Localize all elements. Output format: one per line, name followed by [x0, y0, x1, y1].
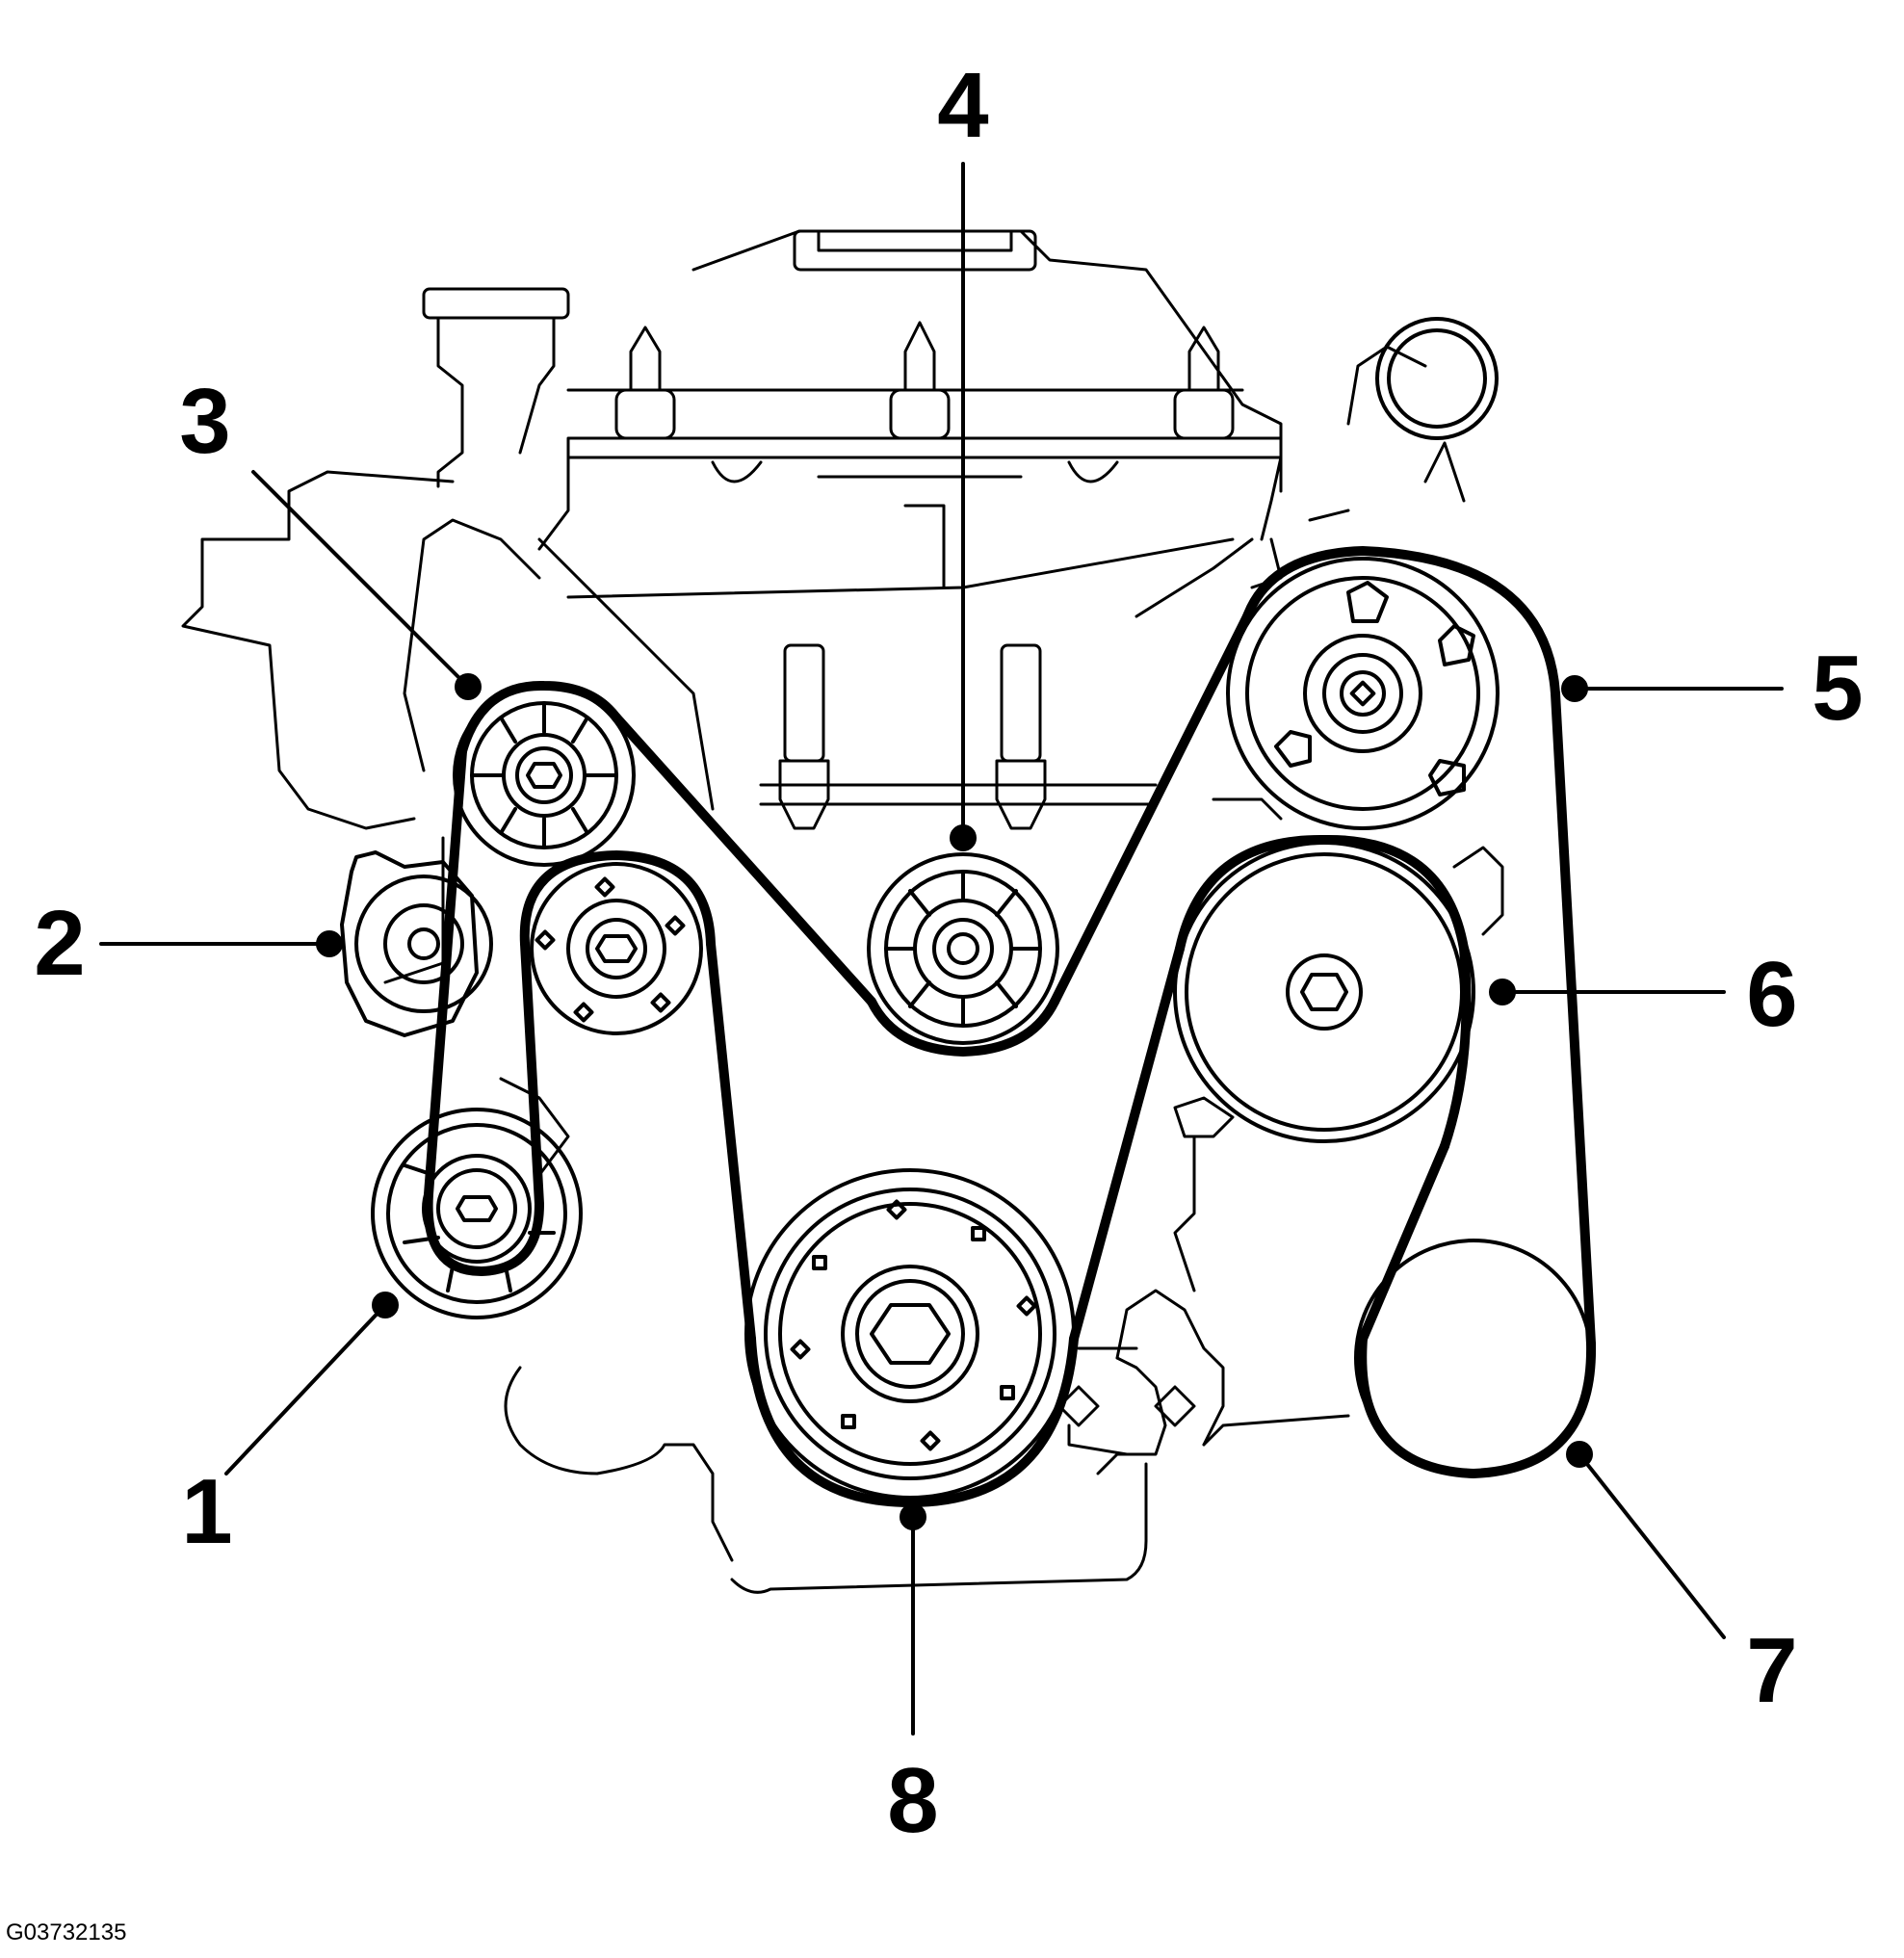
pulley-1 — [371, 1108, 583, 1319]
callout-2: 2 — [34, 892, 86, 995]
callout-6: 6 — [1746, 943, 1798, 1046]
callout-1: 1 — [181, 1460, 233, 1563]
callout-8: 8 — [887, 1749, 939, 1852]
pulley-6 — [1173, 841, 1475, 1143]
callout-4: 4 — [937, 54, 989, 157]
engine-outline — [181, 229, 1504, 1594]
callout-5: 5 — [1812, 637, 1864, 740]
figure-id: G03732135 — [6, 1919, 127, 1945]
callout-3: 3 — [179, 370, 231, 473]
drive-belt — [423, 546, 1597, 1507]
pulley-8 — [744, 1168, 1076, 1500]
pulley-idler-upper — [530, 862, 703, 1035]
callout-7: 7 — [1746, 1619, 1798, 1722]
pulley-5 — [1226, 317, 1500, 830]
pulley-4 — [867, 852, 1059, 1045]
leader-lines — [99, 162, 1784, 1736]
pulley-2 — [340, 850, 493, 1037]
